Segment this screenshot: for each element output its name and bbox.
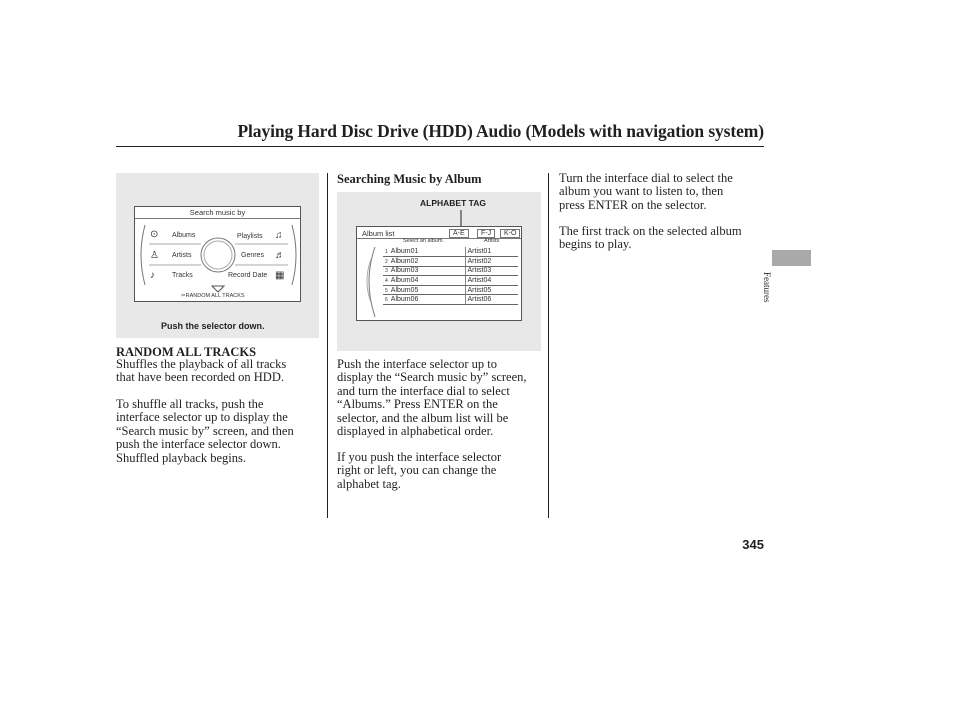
paragraph: To shuffle all tracks, push the interfac… (116, 397, 294, 465)
text-line: push the interface selector down. (116, 437, 281, 452)
text-line: displayed in alphabetical order. (337, 424, 494, 439)
list-title: Album list (362, 229, 395, 238)
figure-caption: Push the selector down. (161, 321, 265, 331)
text-line: selector, and the album list will be (337, 410, 509, 425)
alphabet-tag-label: ALPHABET TAG (420, 198, 486, 208)
text-line: Turn the interface dial to select the (559, 171, 733, 185)
text-line: If you push the interface selector (337, 450, 502, 464)
tab-a-e[interactable]: A-E (449, 229, 469, 238)
person-icon: ♙ (150, 250, 159, 261)
dial-arc (366, 246, 376, 318)
section-heading-random: RANDOM ALL TRACKS (116, 345, 257, 359)
text-line: Push the interface selector up to (337, 357, 498, 371)
text-line: begins to play. (559, 237, 632, 252)
album-name: Album04 (390, 277, 419, 285)
artists-subheader: Artists (484, 238, 500, 244)
text-line: The first track on the selected album (559, 224, 742, 238)
section-tab (772, 250, 811, 266)
paragraph: Shuffles the playback of all tracks that… (116, 357, 287, 385)
artist-name: Artist06 (467, 296, 492, 304)
album-name: Album01 (390, 248, 419, 256)
text-line: and turn the interface dial to select (337, 383, 510, 398)
artist-name: Artist04 (467, 277, 492, 285)
tab-k-o[interactable]: K-O (500, 229, 521, 238)
calendar-icon: ▦ (275, 270, 285, 281)
down-arrow-icon (211, 285, 225, 293)
album-list-screen: Album list A-E F-J K-O Select an album. … (356, 226, 522, 321)
disc-icon: ⊙ (150, 229, 159, 240)
menu-item-albums[interactable]: Albums (172, 232, 196, 239)
text-line: that have been recorded on HDD. (116, 370, 284, 385)
album-name: Album06 (390, 296, 419, 304)
text-line: interface selector up to display the (116, 410, 288, 425)
text-line: press ENTER on the selector. (559, 197, 707, 212)
random-all-tracks-option[interactable]: ✂RANDOM ALL TRACKS (181, 293, 245, 299)
column-divider (548, 173, 549, 518)
row-number: 1 (385, 249, 388, 256)
search-music-screen: Search music by ⊙ Albums Playlists ♫ ♙ A… (134, 206, 301, 302)
artist-name: Artist05 (467, 286, 492, 294)
album-name: Album02 (390, 257, 419, 265)
genre-icon: ♬ (275, 250, 285, 261)
figure-search-music-by: Search music by ⊙ Albums Playlists ♫ ♙ A… (116, 173, 319, 338)
paragraph: If you push the interface selector right… (337, 450, 502, 491)
text-line: display the “Search music by” screen, (337, 370, 527, 385)
album-name: Album03 (390, 267, 419, 275)
text-line: Shuffles the playback of all tracks (116, 357, 287, 371)
menu-item-playlists[interactable]: Playlists (237, 233, 263, 240)
text-line: Shuffled playback begins. (116, 450, 246, 465)
figure-album-list: ALPHABET TAG Album list A-E F-J K-O Sele… (337, 192, 541, 351)
page-title: Playing Hard Disc Drive (HDD) Audio (Mod… (237, 121, 764, 141)
menu-item-tracks[interactable]: Tracks (172, 272, 193, 279)
text-line: right or left, you can change the (337, 463, 497, 478)
artist-name: Artist01 (467, 248, 492, 256)
artist-name: Artist02 (467, 257, 492, 265)
tab-f-j[interactable]: F-J (477, 229, 496, 238)
screen-frame (140, 224, 297, 286)
column-divider (327, 173, 328, 518)
playlist-icon: ♫ (275, 230, 283, 241)
artist-name: Artist03 (467, 267, 492, 275)
list-subheader: Select an album. (403, 238, 444, 244)
text-line: “Albums.” Press ENTER on the (337, 397, 498, 412)
row-number: 2 (385, 258, 388, 265)
paragraph: The first track on the selected album be… (559, 224, 742, 252)
menu-item-artists[interactable]: Artists (172, 252, 192, 259)
text-line: “Search music by” screen, and then (116, 423, 294, 438)
note-icon: ♪ (150, 270, 155, 281)
menu-item-record-date[interactable]: Record Date (228, 272, 268, 279)
page-number: 345 (742, 537, 764, 552)
row-number: 3 (385, 268, 388, 275)
menu-item-genres[interactable]: Genres (241, 252, 264, 259)
text-line: alphabet tag. (337, 476, 401, 491)
paragraph: Turn the interface dial to select the al… (559, 171, 733, 212)
row-number: 4 (385, 278, 388, 285)
side-label: Features (762, 272, 786, 322)
album-name: Album05 (390, 286, 419, 294)
title-divider (116, 146, 764, 147)
side-label-text: Features (762, 272, 772, 303)
text-line: album you want to listen to, then (559, 184, 724, 199)
row-number: 6 (385, 297, 388, 304)
row-number: 5 (385, 287, 388, 294)
text-line: To shuffle all tracks, push the (116, 397, 264, 411)
section-heading-searching: Searching Music by Album (337, 172, 482, 186)
screen-title: Search music by (135, 207, 300, 219)
paragraph: Push the interface selector up to displa… (337, 357, 527, 439)
